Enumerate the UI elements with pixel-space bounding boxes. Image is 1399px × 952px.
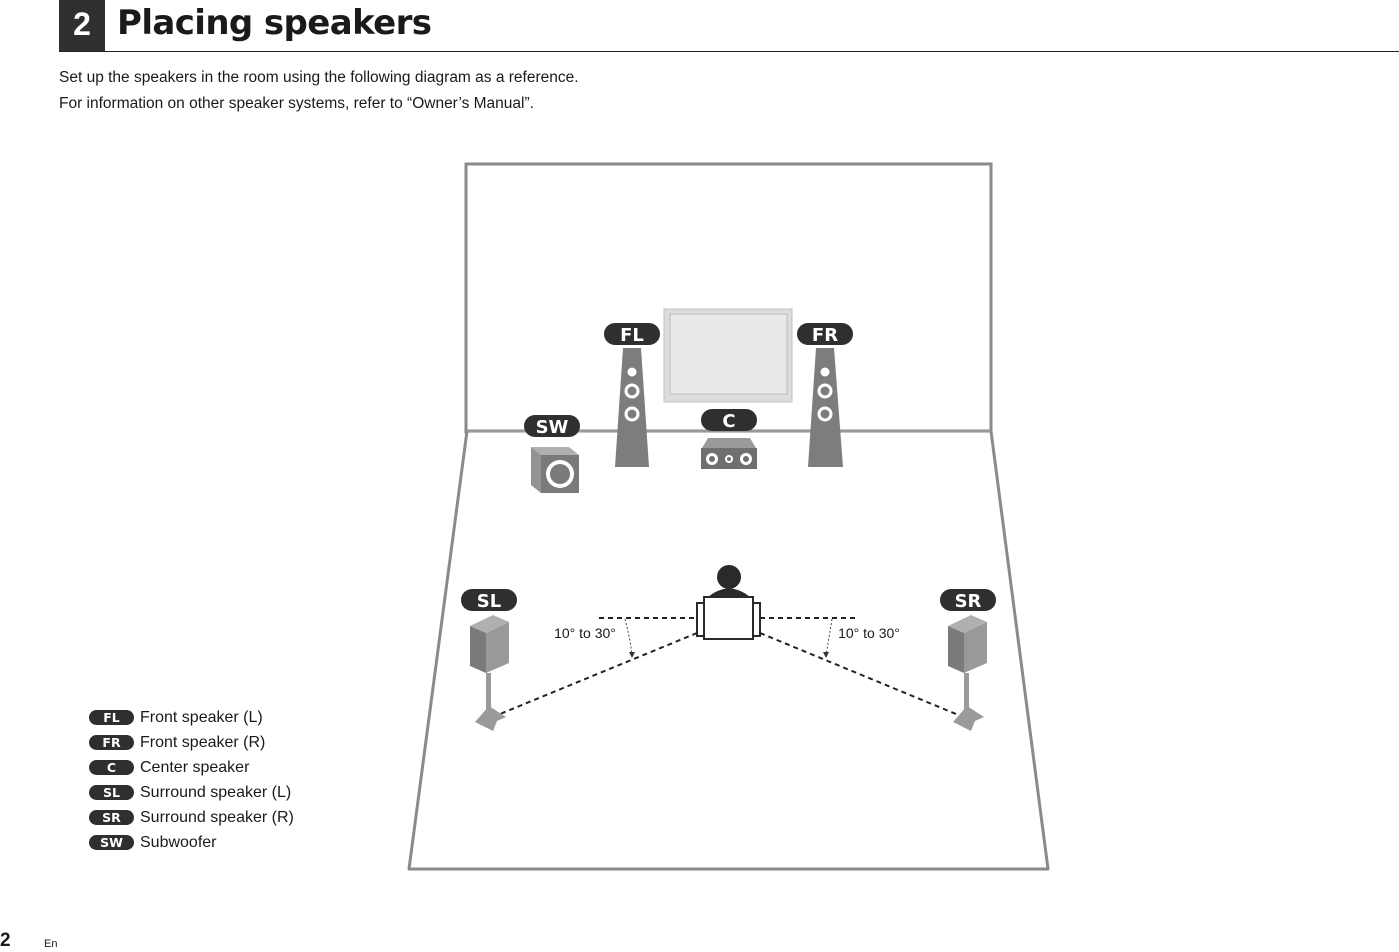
svg-text:C: C	[722, 411, 735, 432]
legend-badge: FR	[89, 735, 134, 750]
listening-angle-lines	[499, 617, 957, 715]
page-number: 2	[0, 930, 11, 951]
svg-text:SL: SL	[477, 591, 501, 612]
legend-item: C Center speaker	[89, 755, 294, 780]
surround-left-speaker-icon	[470, 615, 509, 731]
legend-item: SW Subwoofer	[89, 830, 294, 855]
label-fr: FR	[797, 323, 853, 346]
svg-text:SR: SR	[955, 591, 982, 612]
svg-text:FR: FR	[812, 325, 838, 346]
svg-text:SW: SW	[536, 417, 569, 438]
label-sr: SR	[940, 589, 996, 612]
tv-icon	[663, 308, 793, 403]
legend-text: Front speaker (R)	[140, 733, 266, 751]
angle-label-left: 10° to 30°	[554, 625, 616, 641]
label-sl: SL	[461, 589, 517, 612]
listener-icon	[696, 565, 761, 640]
label-sw: SW	[524, 415, 580, 438]
legend-text: Surround speaker (R)	[140, 808, 294, 826]
section-number: 2	[59, 0, 105, 51]
label-fl: FL	[604, 323, 660, 346]
page-title: Placing speakers	[117, 3, 432, 43]
legend-item: FL Front speaker (L)	[89, 705, 294, 730]
angle-label-right: 10° to 30°	[838, 625, 900, 641]
section-header: 2 Placing speakers	[59, 0, 1399, 52]
legend-badge: C	[89, 760, 134, 775]
legend-item: FR Front speaker (R)	[89, 730, 294, 755]
legend-badge: SR	[89, 810, 134, 825]
intro-text: Set up the speakers in the room using th…	[59, 65, 579, 116]
svg-text:FL: FL	[620, 325, 644, 346]
legend-text: Front speaker (L)	[140, 708, 263, 726]
intro-line: For information on other speaker systems…	[59, 94, 534, 112]
label-c: C	[701, 409, 757, 432]
surround-right-speaker-icon	[948, 615, 987, 731]
legend-badge: FL	[89, 710, 134, 725]
center-speaker-icon	[701, 438, 757, 469]
legend-item: SR Surround speaker (R)	[89, 805, 294, 830]
language-code: En	[44, 938, 58, 950]
legend-badge: SW	[89, 835, 134, 850]
intro-line: Set up the speakers in the room using th…	[59, 69, 579, 86]
legend-text: Subwoofer	[140, 833, 217, 851]
front-right-speaker-icon	[808, 348, 843, 467]
legend-text: Center speaker	[140, 758, 250, 776]
legend-badge: SL	[89, 785, 134, 800]
subwoofer-icon	[531, 447, 579, 493]
legend-text: Surround speaker (L)	[140, 783, 292, 801]
speaker-legend: FL Front speaker (L) FR Front speaker (R…	[89, 705, 294, 855]
front-left-speaker-icon	[615, 348, 649, 467]
legend-item: SL Surround speaker (L)	[89, 780, 294, 805]
